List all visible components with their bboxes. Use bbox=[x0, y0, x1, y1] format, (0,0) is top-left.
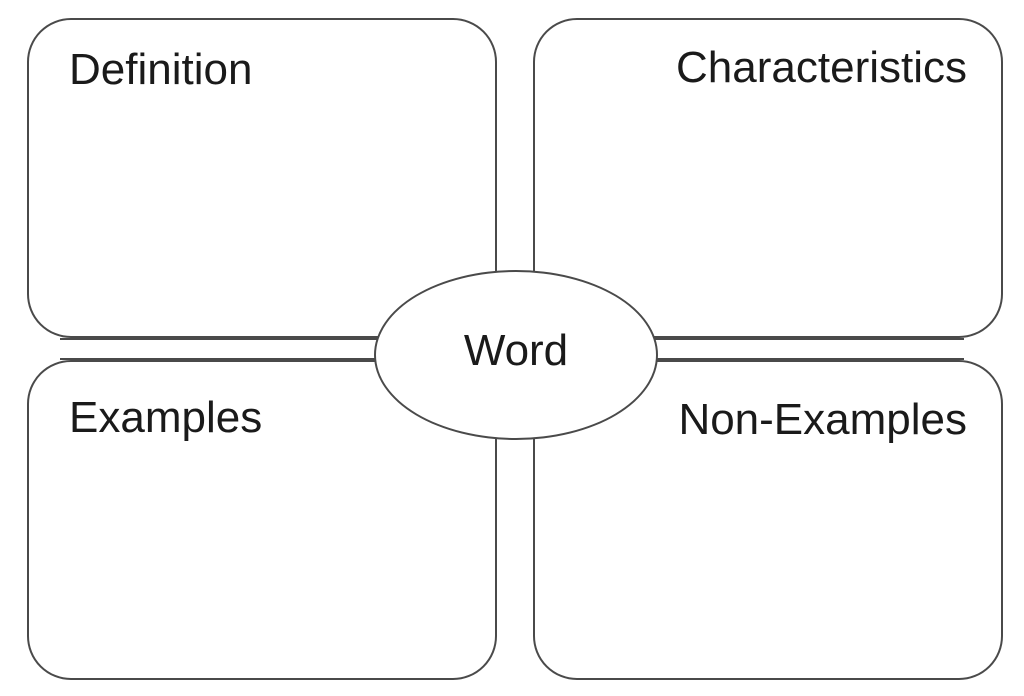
definition-label: Definition bbox=[69, 45, 253, 94]
characteristics-label: Characteristics bbox=[676, 43, 967, 92]
non-examples-label: Non-Examples bbox=[678, 395, 967, 444]
center-word-label: Word bbox=[463, 326, 569, 375]
examples-label: Examples bbox=[69, 393, 263, 442]
definition-box: Definition bbox=[27, 18, 497, 338]
characteristics-box: Characteristics bbox=[533, 18, 1003, 338]
non-examples-box: Non-Examples bbox=[533, 360, 1003, 680]
center-word-oval: Word bbox=[374, 270, 658, 440]
